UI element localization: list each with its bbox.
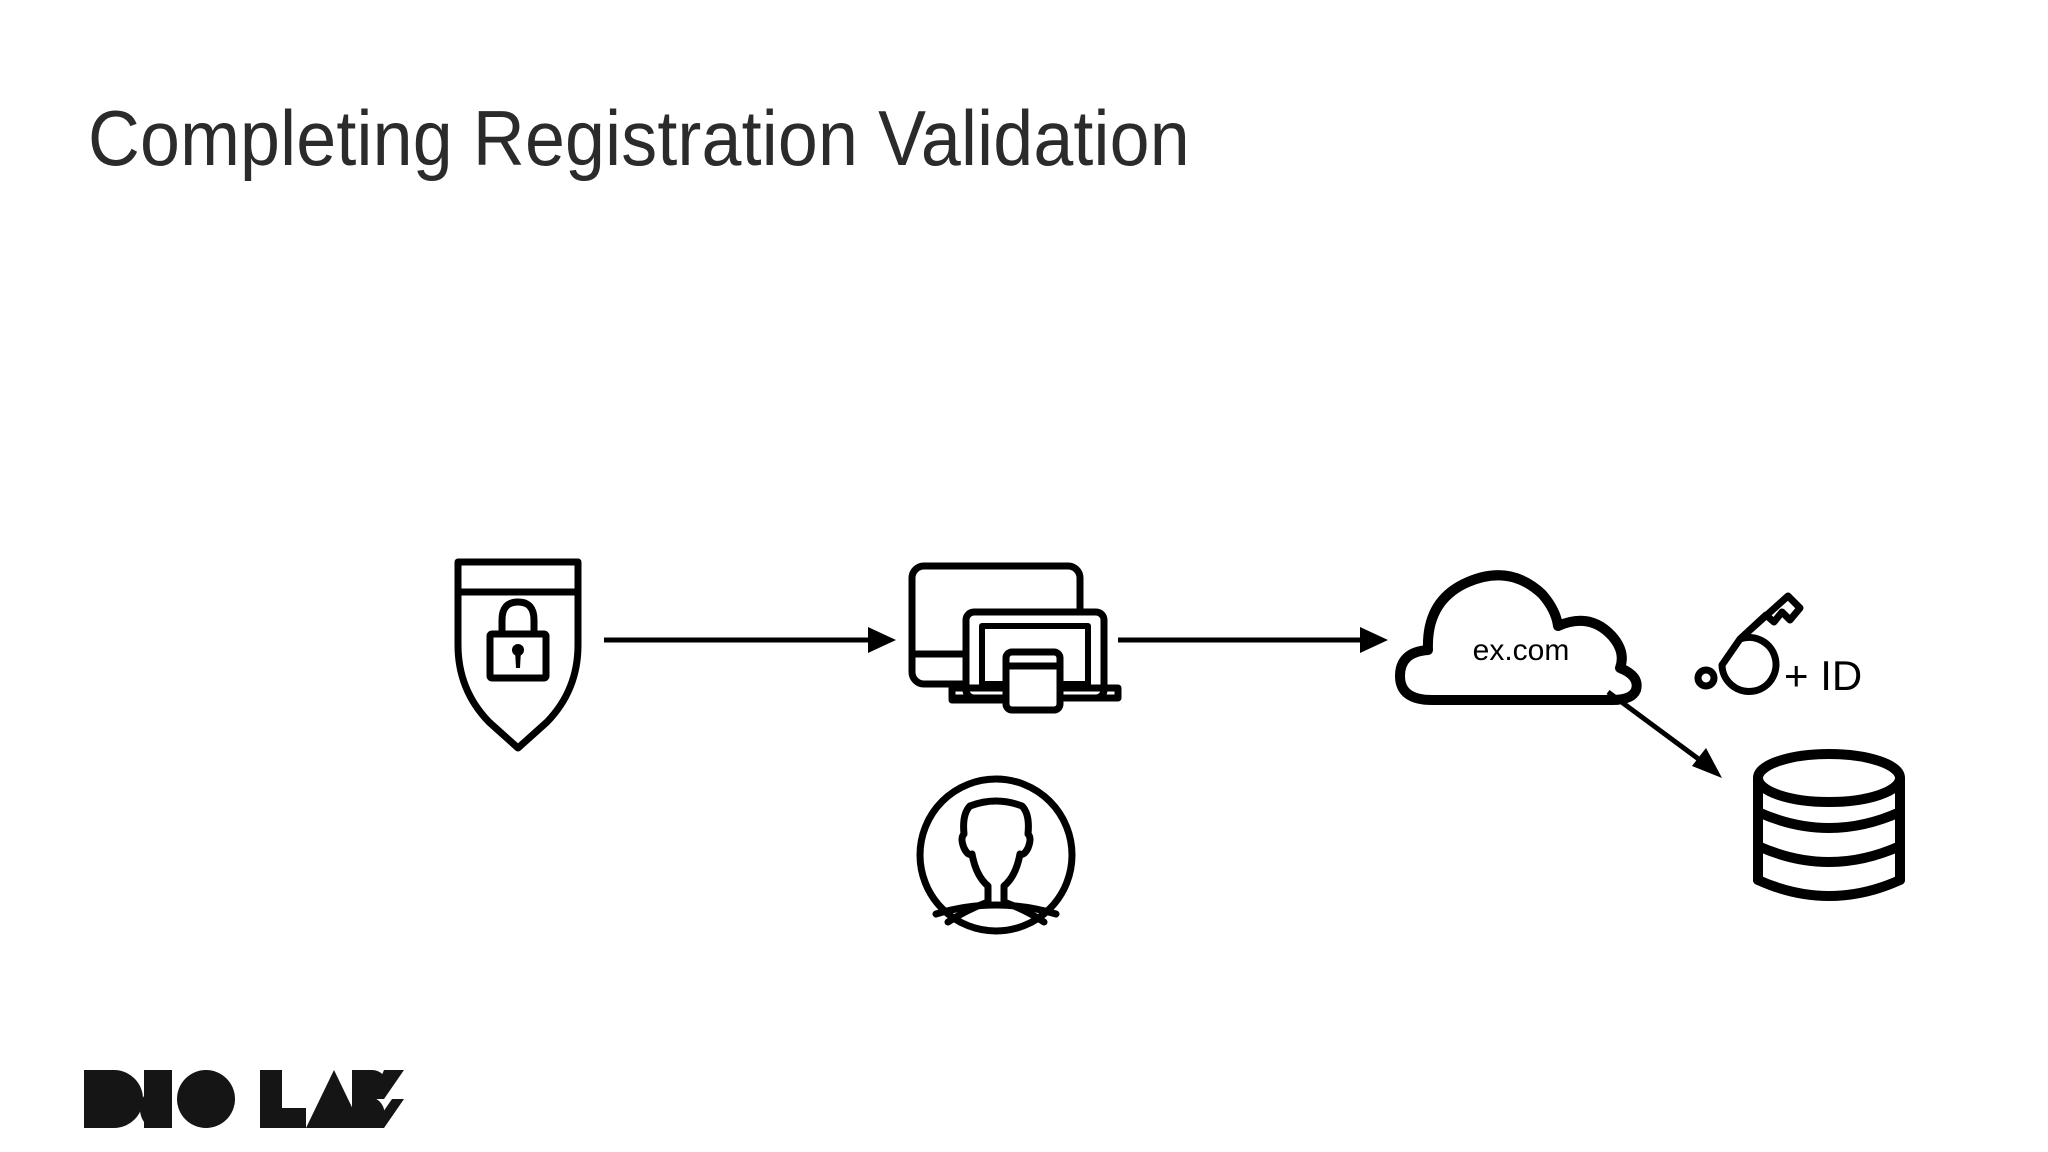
flow-arrow-device-to-cloud <box>1118 627 1388 653</box>
shield-lock-icon <box>454 558 582 752</box>
logo-letter-u <box>139 1070 172 1128</box>
logo-letter-s <box>372 1070 404 1128</box>
flow-arrow-cloud-to-database <box>1606 689 1722 778</box>
user-avatar-icon <box>916 775 1076 935</box>
logo-letter-d <box>84 1070 143 1128</box>
logo-letter-o <box>177 1070 235 1128</box>
flow-arrow-authenticator-to-device <box>604 627 896 653</box>
logo-letter-l <box>260 1070 306 1128</box>
credential-label: + ID <box>1784 652 1862 699</box>
key-icon <box>1694 592 1804 695</box>
page-title: Completing Registration Validation <box>88 94 1190 182</box>
logo-letter-a <box>306 1070 362 1128</box>
duo-labs-logo <box>84 1070 404 1132</box>
cloud-label: ex.com <box>1473 634 1570 667</box>
cloud-icon: ex.com <box>1395 570 1642 705</box>
multi-device-icon <box>908 562 1122 714</box>
database-icon <box>1753 749 1905 901</box>
